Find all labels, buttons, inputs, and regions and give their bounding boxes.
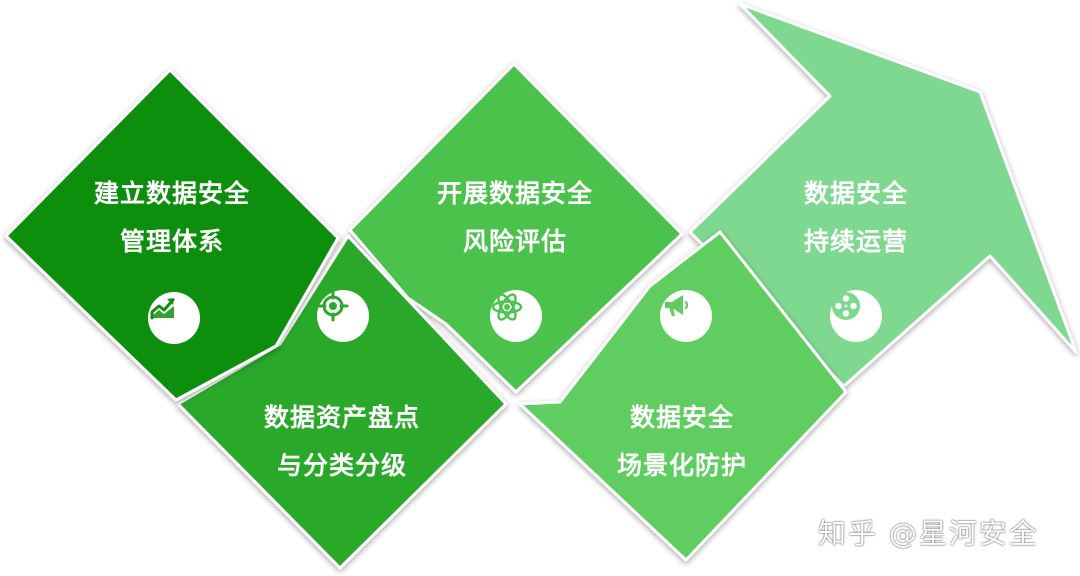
stage-2-line-1: 数据资产盘点 <box>263 403 420 432</box>
stage-2-label: 数据资产盘点 与分类分级 <box>222 394 462 490</box>
stage-1-diamond-shape <box>4 68 340 402</box>
stage-3-line-2: 风险评估 <box>462 227 567 256</box>
megaphone-icon <box>660 290 712 342</box>
stage-3-label: 开展数据安全 风险评估 <box>395 170 635 266</box>
target-icon <box>317 290 369 342</box>
stage-3-line-1: 开展数据安全 <box>436 179 593 208</box>
stage-5-line-2: 持续运营 <box>803 227 908 256</box>
stage-1-line-1: 建立数据安全 <box>93 179 250 208</box>
stage-1-label: 建立数据安全 管理体系 <box>52 170 292 266</box>
stage-5-label: 数据安全 持续运营 <box>736 170 976 266</box>
stage-4-label: 数据安全 场景化防护 <box>562 394 802 490</box>
stage-2-line-2: 与分类分级 <box>276 451 407 480</box>
film-reel-icon <box>830 290 882 342</box>
stage-1-line-2: 管理体系 <box>119 227 224 256</box>
stage-4-line-2: 场景化防护 <box>616 451 747 480</box>
stage-5-line-1: 数据安全 <box>803 179 908 208</box>
stage-4-diamond-shape <box>518 230 848 562</box>
trend-chart-icon <box>148 292 200 344</box>
watermark-text: 知乎 @星河安全 <box>818 517 1039 550</box>
atom-icon <box>490 290 542 342</box>
stage-4-line-1: 数据安全 <box>629 403 734 432</box>
stage-5-arrow-shape <box>688 2 1078 388</box>
